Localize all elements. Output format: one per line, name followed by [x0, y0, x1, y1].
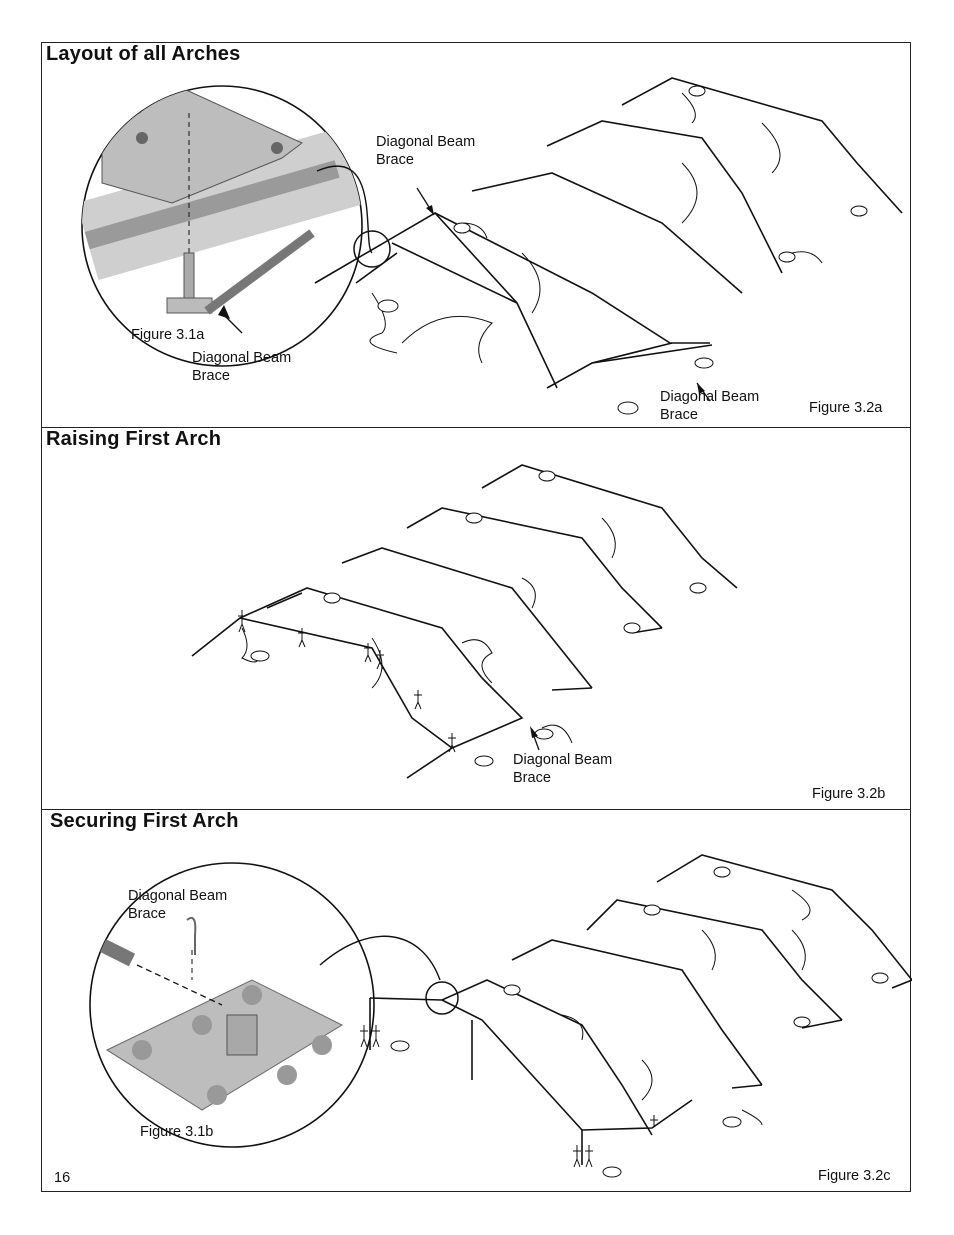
callout-line-2: Brace [376, 152, 414, 168]
section-heading: Raising First Arch [46, 428, 222, 450]
callout-line-1: Diagonal Beam [192, 350, 292, 366]
callout-line-1: Diagonal Beam [660, 389, 760, 405]
figure-caption-3-1b: Figure 3.1b [140, 1124, 214, 1140]
panel-layout-of-arches: Layout of all Arches [41, 42, 911, 428]
detail-circle-3-1a [81, 85, 373, 367]
panel-raising-first-arch: Raising First Arch [41, 427, 911, 810]
figure-caption-3-2a: Figure 3.2a [809, 400, 883, 416]
diagonal-beam-brace-label-top: Diagonal Beam Brace [376, 133, 475, 169]
callout-line-2: Brace [192, 368, 230, 384]
callout-line-2: Brace [513, 770, 551, 786]
detail-circle-3-1b [89, 862, 441, 1148]
callout-line-1: Diagonal Beam [128, 888, 228, 904]
diagonal-beam-brace-label-detail: Diagonal Beam Brace [192, 349, 291, 385]
diagonal-beam-brace-label-bottom: Diagonal Beam Brace [660, 388, 759, 424]
diagonal-beam-brace-label: Diagonal Beam Brace [513, 751, 612, 787]
arch-layout-illustration [81, 77, 903, 415]
section-heading: Securing First Arch [50, 810, 239, 832]
page-number: 16 [54, 1170, 71, 1186]
section-heading: Layout of all Arches [46, 43, 241, 65]
callout-line-2: Brace [128, 906, 166, 922]
callout-line-1: Diagonal Beam [513, 752, 613, 768]
figure-caption-3-1a: Figure 3.1a [131, 327, 205, 343]
figure-caption-3-2c: Figure 3.2c [818, 1168, 891, 1184]
diagonal-beam-brace-label: Diagonal Beam Brace [128, 887, 227, 923]
securing-arch-illustration [89, 854, 912, 1178]
callout-line-2: Brace [660, 407, 698, 423]
callout-line-1: Diagonal Beam [376, 134, 476, 150]
raising-arch-illustration [191, 464, 738, 779]
panel-securing-first-arch: Securing First Arch [41, 809, 912, 1192]
figure-caption-3-2b: Figure 3.2b [812, 786, 886, 802]
